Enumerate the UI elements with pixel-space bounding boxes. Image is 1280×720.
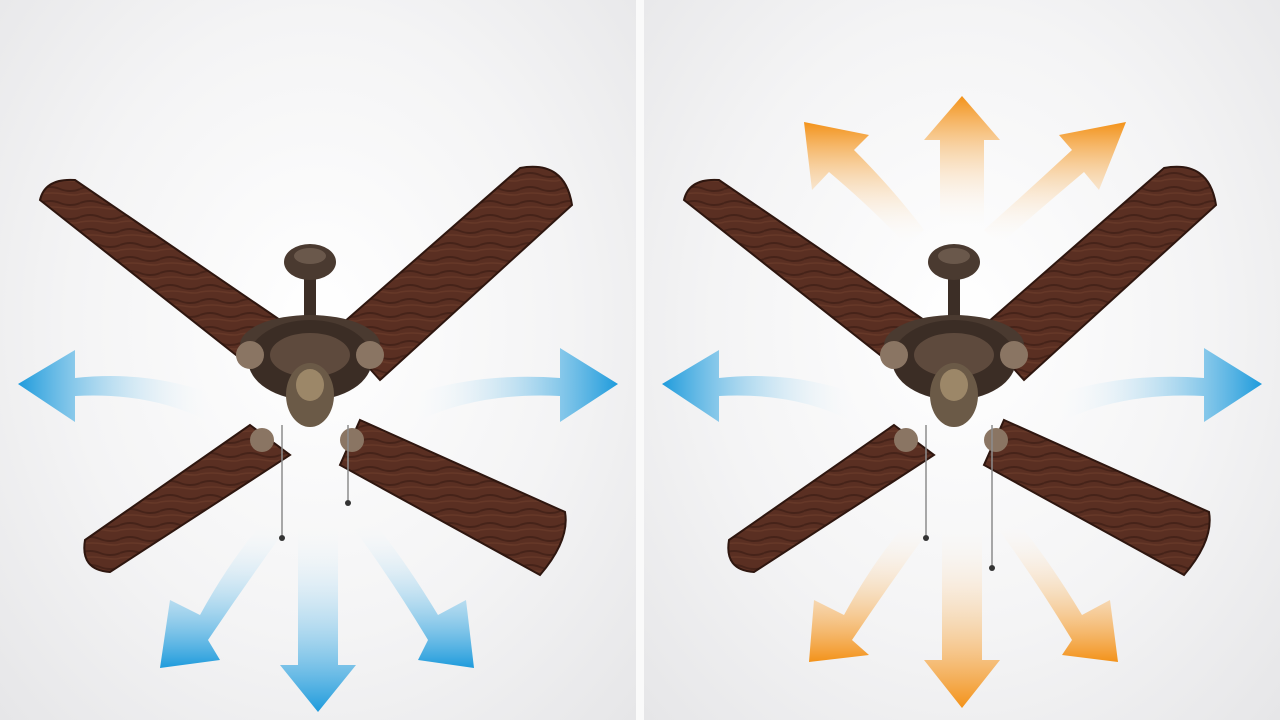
fan-blade-upper-right: [333, 165, 574, 382]
panel-left-cooling: [0, 0, 636, 720]
fan-blade-upper-left: [682, 178, 926, 372]
fan-blade-lower-right: [338, 418, 567, 577]
airflow-arrow-down-right: [999, 520, 1118, 662]
fan-blade-lower-left: [727, 423, 936, 574]
ceiling-fan: [38, 165, 574, 577]
airflow-arrow-down: [280, 520, 356, 712]
airflow-arrow-down-left: [809, 520, 929, 662]
panel-divider: [636, 0, 644, 720]
ceiling-fan: [682, 165, 1218, 577]
airflow-arrow-up: [924, 96, 1000, 230]
fan-illustration-cooling: [18, 165, 618, 712]
airflow-arrow-down-right: [355, 520, 474, 668]
airflow-arrow-right: [410, 348, 618, 422]
fan-blade-lower-left: [83, 423, 292, 574]
fan-illustration-heating: [662, 96, 1262, 708]
panel-right-heating: [644, 0, 1280, 720]
airflow-arrow-left: [662, 350, 859, 422]
airflow-arrow-up-right: [984, 122, 1126, 245]
airflow-arrow-down-left: [160, 520, 285, 668]
fan-blade-upper-right: [977, 165, 1218, 382]
fan-blade-upper-left: [38, 178, 282, 372]
airflow-arrow-down: [924, 520, 1000, 708]
airflow-arrow-up-left: [804, 122, 924, 245]
airflow-arrow-right: [1054, 348, 1262, 422]
fan-blade-lower-right: [982, 418, 1211, 577]
airflow-arrow-left: [18, 350, 215, 422]
